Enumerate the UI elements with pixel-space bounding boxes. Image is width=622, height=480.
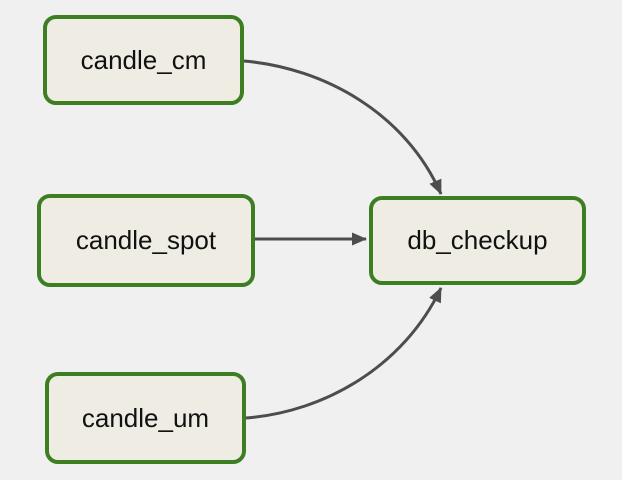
node-candle_um-label: candle_um: [82, 403, 209, 434]
node-candle_spot-label: candle_spot: [76, 225, 216, 256]
node-db_checkup[interactable]: db_checkup: [369, 196, 586, 285]
node-candle_cm-label: candle_cm: [81, 45, 207, 76]
edge-candle_um-db_checkup: [246, 288, 441, 418]
node-candle_spot[interactable]: candle_spot: [37, 194, 255, 287]
edge-candle_cm-db_checkup: [244, 61, 441, 194]
node-candle_um[interactable]: candle_um: [45, 372, 246, 464]
node-candle_cm[interactable]: candle_cm: [43, 15, 244, 105]
node-db_checkup-label: db_checkup: [407, 225, 547, 256]
